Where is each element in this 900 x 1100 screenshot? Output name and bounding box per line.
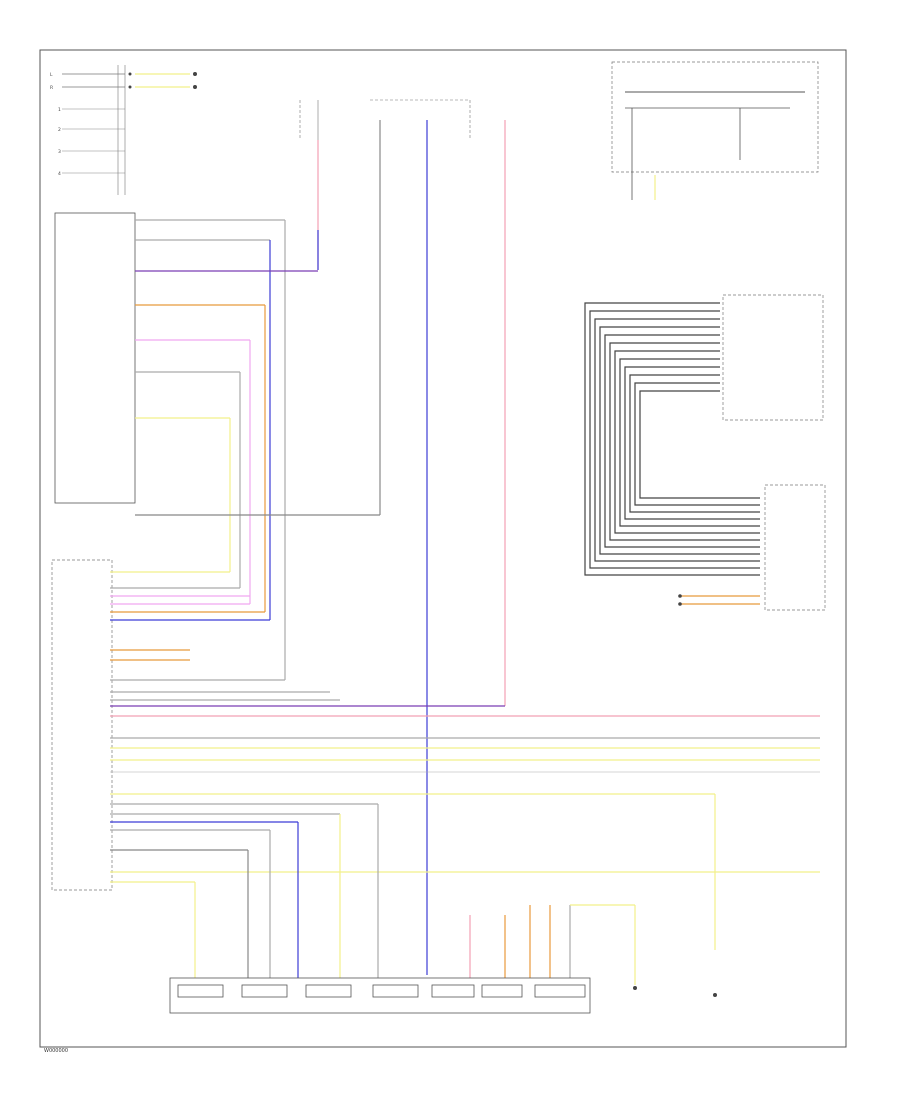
left-label-1: R [50,85,53,91]
top-switch-rows [62,65,132,195]
left-label-4: 3 [58,149,61,155]
left-labels: L R 1 2 3 4 [50,72,61,177]
fuse-block-center [370,99,470,975]
harness-rows [110,571,820,883]
left-label-3: 2 [58,127,61,133]
instrument-cluster-box [611,61,819,173]
left-label-2: 1 [58,107,61,113]
switch-wires [135,219,380,680]
diagram-frame [39,49,847,1048]
control-module-box [51,559,113,891]
stacked-bus-upper [584,302,760,576]
top-right-labels [135,72,197,89]
fuse-block-right [469,100,506,706]
orange-short-wires [678,594,760,606]
bottom-drops [194,794,716,985]
lower-right-module [764,484,826,611]
bottom-modules [169,977,717,1014]
left-label-0: L [50,72,53,78]
light-switch-box [54,212,136,504]
left-label-5: 4 [58,171,61,177]
fuse-block-left [299,100,319,270]
upper-right-module [722,294,824,421]
footer-code: W000000 [44,1048,68,1054]
